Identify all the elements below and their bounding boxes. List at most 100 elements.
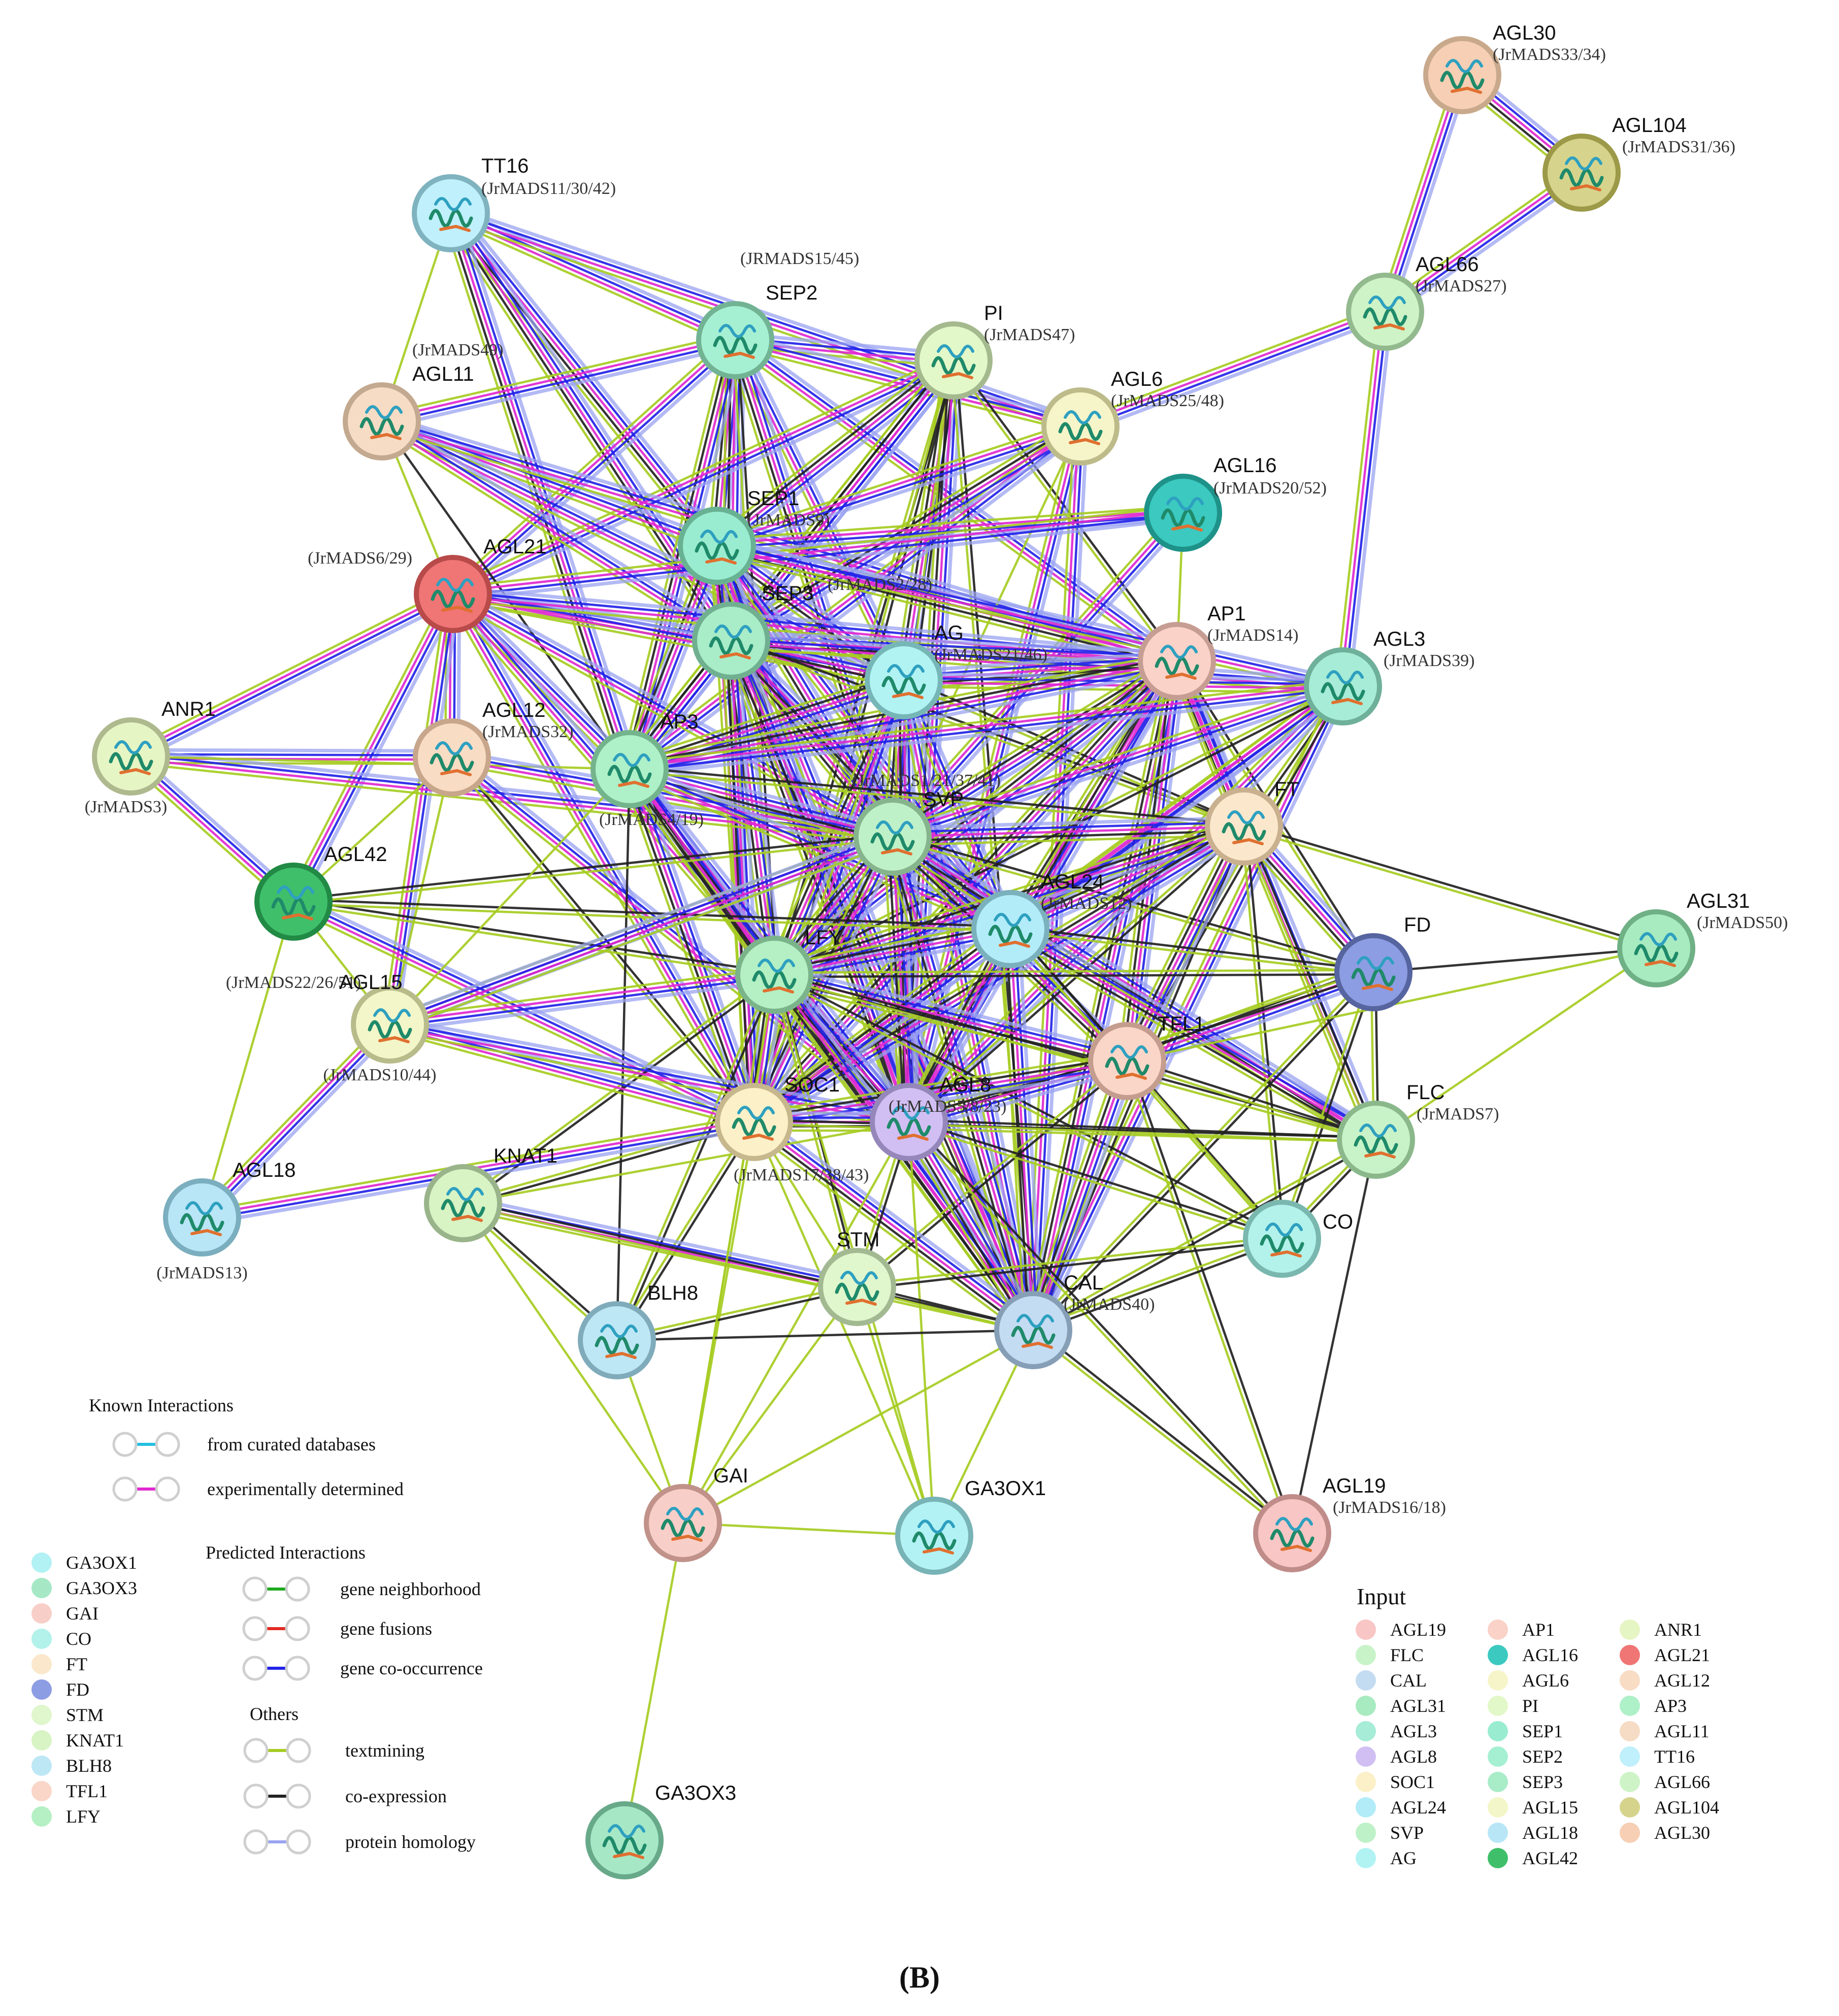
legend-label: AGL21 (1654, 1645, 1710, 1665)
node-agl11[interactable]: AGL11(JrMADS49) (343, 341, 503, 460)
node-circle[interactable] (644, 1484, 722, 1562)
node-circle[interactable] (1041, 387, 1120, 466)
node-agl16[interactable]: AGL16(JrMADS20/52) (1144, 454, 1327, 552)
node-ap3[interactable]: AP3(JrMADS4/19) (590, 711, 704, 829)
edge-channel-text (620, 542, 710, 767)
node-agl31[interactable]: AGL31(JrMADS50) (1617, 890, 1788, 987)
node-circle[interactable] (696, 301, 774, 379)
node-circle[interactable] (585, 1801, 664, 1879)
edge-AGL104-AGL66 (1381, 166, 1587, 319)
node-sep1[interactable]: SEP1(JrMADS9) (678, 487, 830, 585)
edge-channel-exp (628, 545, 718, 770)
node-stm[interactable]: STM (818, 1229, 896, 1326)
edge-FD-CAL (1031, 970, 1376, 1333)
node-circle[interactable] (1617, 909, 1695, 987)
node-circle[interactable] (254, 863, 333, 941)
legend-label: AGL31 (1390, 1696, 1446, 1716)
node-circle[interactable] (1346, 273, 1424, 351)
node-circle[interactable] (1304, 647, 1382, 725)
node-svp[interactable]: SVP(JrMADS1/21/37/41) (852, 771, 1001, 876)
node-circle[interactable] (1542, 134, 1621, 212)
node-gai[interactable]: GAI (644, 1465, 748, 1562)
node-circle[interactable] (692, 602, 770, 680)
node-circle[interactable] (870, 1083, 948, 1161)
node-agl3[interactable]: AGL3(JrMADS39) (1304, 628, 1474, 725)
node-circle[interactable] (994, 1291, 1072, 1369)
node-circle[interactable] (413, 718, 491, 797)
node-co[interactable]: CO (1243, 1200, 1353, 1278)
node-circle[interactable] (818, 1248, 896, 1326)
node-sep3[interactable]: SEP3(JrMADS2/28) (692, 575, 932, 680)
edge-channel-exp (753, 928, 1011, 1123)
node-agl18[interactable]: AGL18(JrMADS13) (156, 1159, 295, 1282)
node-circle[interactable] (412, 174, 490, 252)
node-agl19[interactable]: AGL19(JrMADS16/18) (1253, 1475, 1446, 1572)
edge-channel-cooc (717, 427, 1082, 549)
node-circle[interactable] (1088, 1022, 1166, 1100)
node-ga3ox3[interactable]: GA3OX3 (585, 1782, 736, 1879)
node-label: AGL24 (1041, 871, 1104, 893)
node-circle[interactable] (1144, 474, 1222, 552)
node-circle[interactable] (414, 555, 492, 633)
node-circle[interactable] (853, 798, 932, 876)
edge-channel-text (752, 1051, 1126, 1115)
node-agl30[interactable]: AGL30(JrMADS33/34) (1423, 22, 1606, 114)
node-circle[interactable] (678, 507, 756, 585)
node-circle[interactable] (1334, 933, 1413, 1011)
node-agl12[interactable]: AGL12(JrMADS32) (413, 699, 573, 797)
node-flc[interactable]: FLC(JrMADS7) (1337, 1081, 1499, 1179)
node-circle[interactable] (715, 1083, 793, 1161)
node-knat1[interactable]: KNAT1 (424, 1145, 557, 1242)
node-circle[interactable] (971, 890, 1049, 968)
legend-label: AP1 (1522, 1620, 1555, 1640)
node-label: AGL3 (1373, 628, 1425, 650)
node-sublabel: (JrMADS4/19) (599, 810, 704, 829)
node-circle[interactable] (1243, 1200, 1321, 1278)
node-tfl1[interactable]: TFL1 (1088, 1013, 1205, 1100)
node-circle[interactable] (1253, 1494, 1331, 1572)
node-circle[interactable] (1423, 36, 1501, 114)
node-circle[interactable] (578, 1301, 656, 1379)
node-sublabel: (JrMADS14) (1207, 626, 1298, 645)
node-tt16[interactable]: TT16(JrMADS11/30/42) (412, 155, 616, 252)
node-ft[interactable]: FT (1205, 778, 1299, 866)
node-agl8[interactable]: AGL8(JrMADS5/8/23) (870, 1074, 1006, 1161)
node-circle[interactable] (1337, 1101, 1415, 1179)
node-circle[interactable] (865, 641, 943, 719)
node-fd[interactable]: FD (1334, 914, 1431, 1011)
node-agl21[interactable]: AGL21(JrMADS6/29) (308, 536, 547, 633)
node-ga3ox1[interactable]: GA3OX1 (895, 1477, 1046, 1575)
node-lfy[interactable]: LFY (735, 927, 842, 1014)
node-ap1[interactable]: AP1(JrMADS14) (1138, 603, 1298, 700)
node-agl66[interactable]: AGL66(JrMADS27) (1346, 253, 1506, 351)
protein-structure-icon (835, 1271, 879, 1306)
node-agl24[interactable]: AGL24(JrMADS12) (971, 871, 1132, 968)
node-cal[interactable]: CAL(JrMADS40) (994, 1272, 1155, 1369)
node-anr1[interactable]: ANR1(JrMADS3) (85, 698, 216, 816)
node-agl15[interactable]: AGL15(JrMADS10/44) (323, 971, 437, 1084)
node-circle[interactable] (735, 936, 813, 1014)
node-circle[interactable] (92, 717, 170, 796)
node-ag[interactable]: AG(JrMADS21/46) (865, 622, 1047, 719)
node-agl6[interactable]: AGL6(JrMADS25/48) (1041, 368, 1224, 466)
node-label: AP1 (1207, 603, 1246, 625)
node-circle[interactable] (1205, 787, 1283, 866)
node-circle[interactable] (895, 1497, 973, 1575)
node-circle[interactable] (590, 730, 669, 808)
node-agl42[interactable]: AGL42(JrMADS22/26/51) (226, 843, 387, 992)
node-sep2[interactable]: SEP2(JRMADS15/45) (696, 249, 859, 379)
node-agl104[interactable]: AGL104(JrMADS31/36) (1542, 114, 1735, 212)
node-circle[interactable] (424, 1164, 502, 1242)
node-circle[interactable] (351, 985, 429, 1064)
edge-channel-homo (390, 1016, 911, 1117)
node-circle[interactable] (914, 321, 993, 400)
node-circle[interactable] (343, 382, 421, 460)
node-pi[interactable]: PI(JrMADS47) (914, 302, 1075, 400)
edge-AGL21-ANR1 (127, 587, 457, 764)
node-circle[interactable] (1138, 622, 1216, 700)
protein-structure-icon (1634, 932, 1679, 967)
node-label: AGL12 (482, 699, 546, 721)
node-blh8[interactable]: BLH8 (578, 1282, 698, 1379)
node-soc1[interactable]: SOC1(JrMADS17/38/43) (715, 1074, 869, 1184)
node-circle[interactable] (163, 1178, 241, 1257)
